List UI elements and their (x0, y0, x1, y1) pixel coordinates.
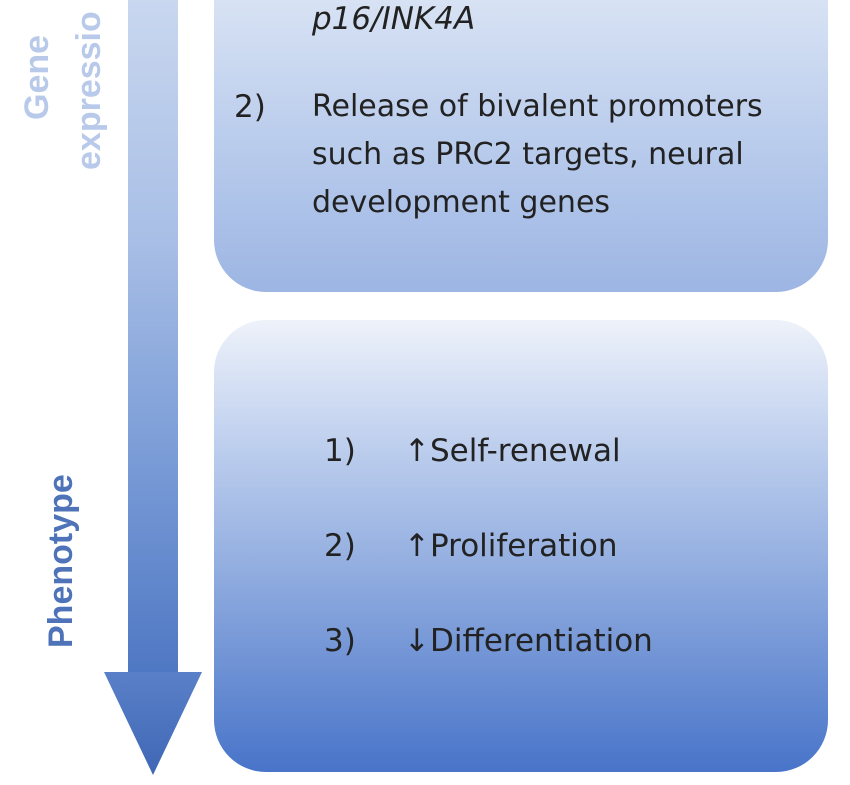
gene-expression-label-line2: expressio (70, 11, 108, 170)
phenotype-item-self-renewal: 1) ↑Self-renewal (324, 436, 621, 467)
gene-item-2-line-2: such as PRC2 targets, neural (312, 137, 744, 172)
up-arrow-icon: ↑ (404, 433, 430, 469)
gene-expression-label-line1: Gene (18, 34, 56, 120)
phenotype-item-number: 3) (324, 623, 356, 659)
phenotype-item-number: 1) (324, 433, 356, 469)
gene-item-2-line-1: Release of bivalent promoters (312, 89, 763, 124)
phenotype-item-proliferation: 2) ↑Proliferation (324, 531, 618, 562)
phenotype-item-text: Self-renewal (429, 433, 621, 469)
phenotype-item-text: Differentiation (429, 623, 653, 659)
gene-item-2-line-3: development genes (312, 185, 611, 220)
down-arrow-icon: ↓ (404, 623, 430, 659)
process-arrow-shaft (128, 0, 178, 672)
phenotype-label: Phenotype (42, 474, 80, 648)
up-arrow-icon: ↑ (404, 528, 430, 564)
gene-item-2-number: 2) (234, 89, 266, 125)
gene-expression-box (214, 0, 828, 292)
phenotype-item-number: 2) (324, 528, 356, 564)
gene-item-1-text: p16/INK4A (312, 1, 476, 37)
phenotype-item-differentiation: 3) ↓Differentiation (324, 626, 653, 657)
phenotype-box (214, 320, 828, 772)
phenotype-item-text: Proliferation (429, 528, 618, 564)
